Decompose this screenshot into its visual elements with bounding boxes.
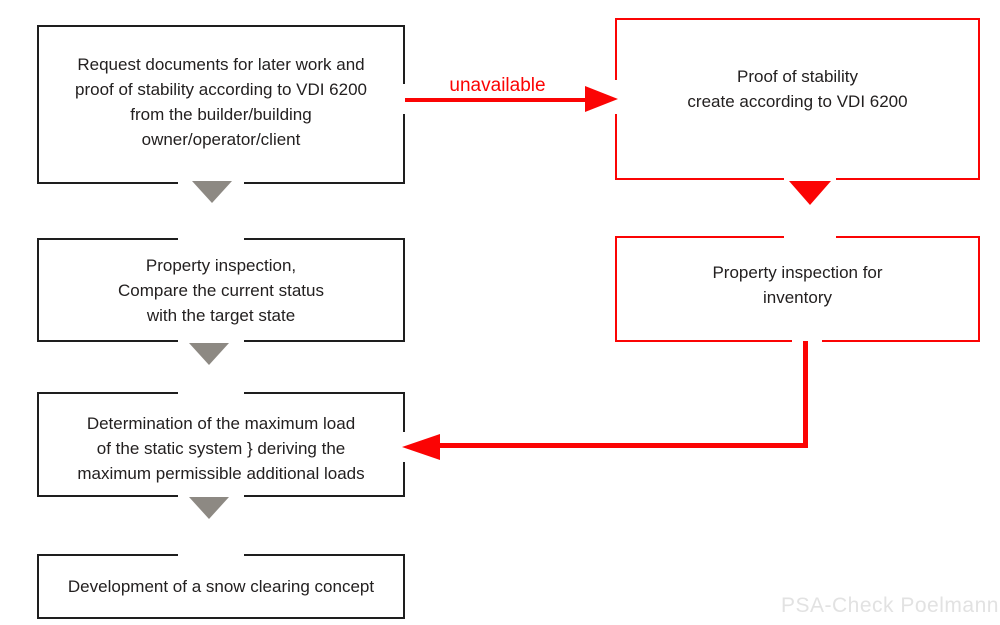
border-gap xyxy=(784,175,836,184)
box-determine-max-load: Determination of the maximum load of the… xyxy=(37,392,405,497)
box-snow-clearing-concept: Development of a snow clearing concept xyxy=(37,554,405,619)
border-gap xyxy=(178,236,244,245)
box-property-inspection-inventory-label: Property inspection for inventory xyxy=(712,263,883,307)
box-property-inspection-compare: Property inspection, Compare the current… xyxy=(37,238,405,342)
border-gap xyxy=(784,233,836,242)
box-property-inspection-inventory: Property inspection for inventory xyxy=(615,236,980,342)
arrow-down-gray-icon xyxy=(189,343,229,365)
box-request-documents-label: Request documents for later work and pro… xyxy=(75,54,367,149)
unavailable-arrow-label: unavailable xyxy=(449,75,546,96)
arrow-right-red-icon xyxy=(585,86,618,112)
arrow-down-red-icon xyxy=(789,181,831,205)
connector-horizontal-line xyxy=(438,443,808,448)
box-proof-of-stability: Proof of stability create according to V… xyxy=(615,18,980,180)
box-request-documents: Request documents for later work and pro… xyxy=(37,25,405,184)
border-gap xyxy=(178,390,244,399)
box-proof-of-stability-label: Proof of stability create according to V… xyxy=(687,67,908,111)
watermark: PSA-Check Poelmann xyxy=(781,594,999,617)
connector-vertical-line xyxy=(803,341,808,446)
arrow-down-gray-icon xyxy=(192,181,232,203)
box-snow-clearing-concept-label: Development of a snow clearing concept xyxy=(67,577,375,596)
arrow-left-red-icon xyxy=(402,434,440,460)
border-gap xyxy=(178,492,244,501)
unavailable-arrow-line xyxy=(405,98,587,102)
box-property-inspection-compare-label: Property inspection, Compare the current… xyxy=(118,255,324,325)
box-determine-max-load-label: Determination of the maximum load of the… xyxy=(77,413,365,483)
border-gap xyxy=(178,337,244,346)
arrow-down-gray-icon xyxy=(189,497,229,519)
border-gap xyxy=(178,552,244,561)
